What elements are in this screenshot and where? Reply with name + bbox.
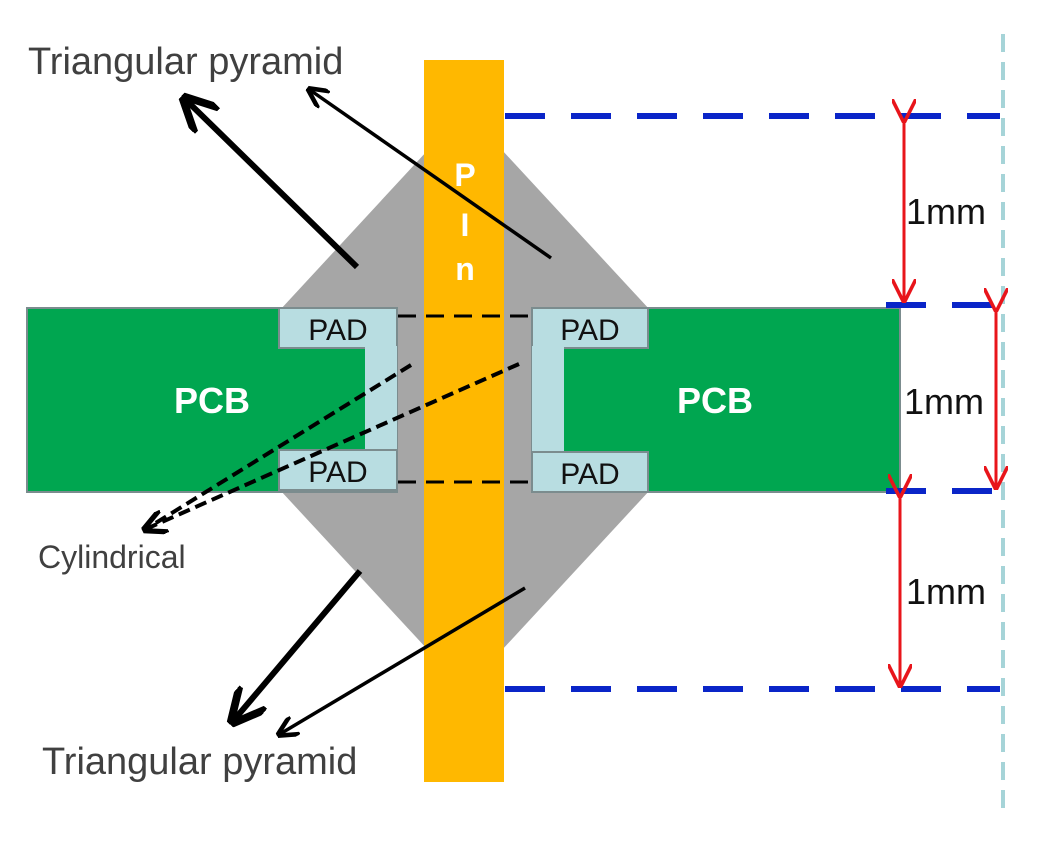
- leader-dash-cylindrical-1: [144, 363, 413, 531]
- pad-top-right: [531, 307, 649, 349]
- leader-arrow-top-right: [310, 90, 553, 260]
- leader-arrow-top-left: [186, 100, 360, 270]
- title-top-triangular-pyramid: Triangular pyramid: [28, 41, 343, 83]
- pad-barrel-left: [365, 346, 397, 452]
- dim-label-bottom: 1mm: [906, 571, 986, 612]
- dim-label-top: 1mm: [906, 191, 986, 232]
- pad-label-bottom-right: PAD: [560, 458, 619, 491]
- pad-label-top-right: PAD: [560, 314, 619, 347]
- pin-letter-n: n: [455, 251, 475, 287]
- dim-label-middle: 1mm: [904, 381, 984, 422]
- label-cylindrical: Cylindrical: [38, 539, 186, 575]
- leader-arrow-bottom-left: [234, 569, 363, 720]
- pad-bottom-right: [531, 451, 649, 493]
- pcb-right-label: PCB: [677, 380, 753, 421]
- leader-dash-cylindrical-2: [146, 362, 520, 529]
- pad-barrel-right: [532, 346, 564, 452]
- pad-label-bottom-left: PAD: [308, 456, 367, 489]
- pad-bottom-left: [278, 449, 398, 491]
- pin-letter-p: P: [454, 157, 475, 193]
- pcb-left-label: PCB: [174, 380, 250, 421]
- pad-label-top-left: PAD: [308, 314, 367, 347]
- title-bottom-triangular-pyramid: Triangular pyramid: [42, 741, 357, 783]
- pin-letter-i: I: [461, 207, 470, 243]
- leader-arrow-bottom-right: [280, 586, 526, 734]
- pad-top-left: [278, 307, 398, 349]
